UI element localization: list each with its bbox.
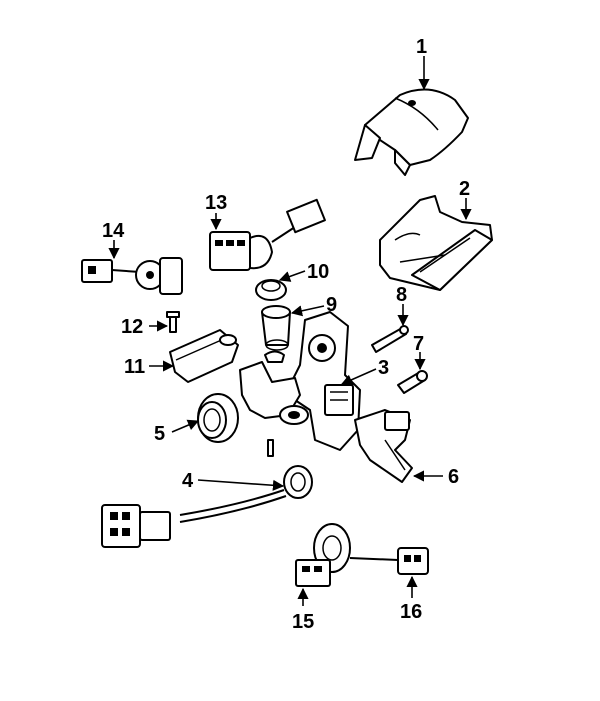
part-12-pin [166,311,180,333]
leader-3 [340,368,377,386]
part-2-lower-shroud [379,195,493,291]
callout-10: 10 [307,261,329,283]
leader-9 [290,305,325,317]
callout-4: 4 [182,470,194,492]
callout-2: 2 [459,178,470,200]
part-7-screw [397,370,428,394]
callout-8: 8 [396,284,407,306]
callout-7: 7 [413,333,424,355]
small-pin [267,439,274,457]
leader-5 [171,419,200,433]
callout-5: 5 [154,423,165,445]
callout-3: 3 [378,357,389,379]
callout-11: 11 [124,356,145,378]
callout-9: 9 [326,294,337,316]
callout-12: 12 [121,316,143,338]
part-16-connector [397,547,429,575]
callout-15: 15 [292,611,314,633]
part-14-switch [81,257,183,295]
callout-13: 13 [205,192,227,214]
part-4-switch-harness [101,465,313,548]
callout-1: 1 [416,36,427,58]
callout-6: 6 [448,466,459,488]
part-3-housing [239,311,361,451]
part-8-bolt [371,325,409,353]
part-15-switch [295,523,399,587]
part-13-lock-cylinder [209,198,326,271]
part-1-upper-shroud [354,88,469,176]
part-6-bracket [354,409,413,483]
callout-16: 16 [400,601,422,623]
part-9-sleeve [261,305,291,351]
callout-14: 14 [102,220,125,242]
part-5-ring [197,393,239,443]
part-11-cover [169,329,239,383]
part-10-bushing [255,279,287,301]
leader-10 [278,270,306,282]
leader-4 [197,479,285,491]
